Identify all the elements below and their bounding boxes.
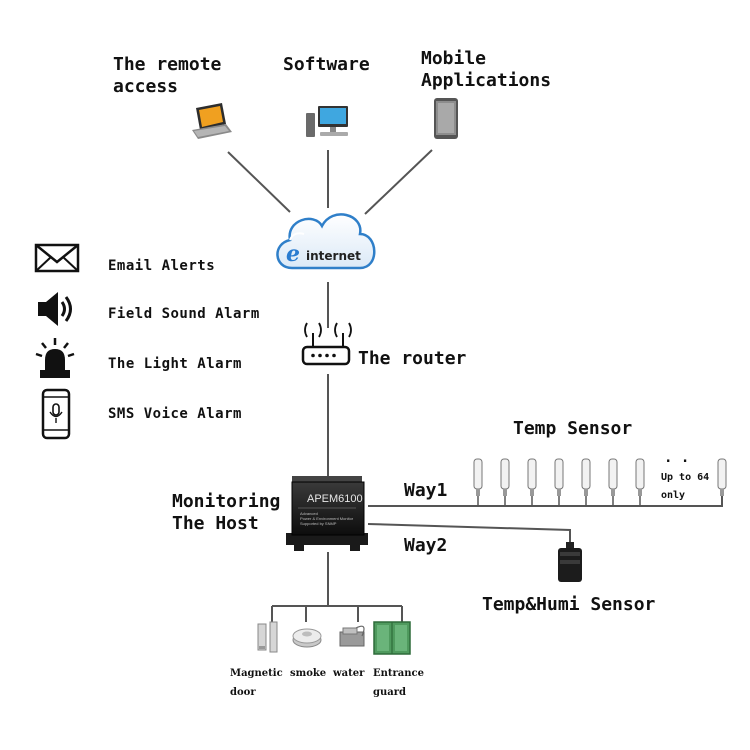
desktop-computer-icon — [306, 106, 348, 137]
up-to-64-label: Up to 64 — [661, 472, 710, 483]
temp-humi-sensor-label: Temp&Humi Sensor — [482, 594, 656, 615]
line-way1-bus — [368, 496, 723, 507]
entrance-guard-icon — [373, 621, 411, 655]
alert-label-email: Email Alerts — [108, 258, 216, 274]
siren-light-icon — [35, 338, 75, 378]
host-label-2: The Host — [172, 513, 259, 534]
magnetic-door-icon — [257, 621, 278, 653]
internet-cloud-icon — [276, 213, 376, 270]
speaker-icon — [38, 292, 72, 326]
temp-probe-icon — [717, 458, 727, 490]
smoke-detector-icon — [292, 628, 322, 648]
laptop-icon — [192, 103, 232, 139]
temp-humi-sensor-icon — [558, 542, 582, 582]
line-mobile-cloud — [364, 149, 433, 215]
line-remote-cloud — [227, 151, 291, 213]
smartphone-icon — [434, 98, 458, 139]
host-label: Monitoring — [172, 491, 281, 512]
temp-probe-icon — [473, 458, 483, 490]
way1-label: Way1 — [404, 480, 448, 501]
more-sensors-dots: . . — [664, 450, 690, 466]
internet-label: internet — [306, 249, 361, 263]
temp-sensor-drops — [477, 496, 641, 506]
alert-label-sound: Field Sound Alarm — [108, 306, 260, 322]
remote-access-label-2: access — [113, 76, 179, 97]
connection-lines — [227, 149, 723, 622]
host-sub-line-1: Advanced — [300, 511, 318, 516]
temp-probe-icon — [635, 458, 645, 490]
mobile-label-2: Applications — [421, 70, 552, 91]
host-sub-line-2: Power & Environment Monitor — [300, 516, 354, 521]
internet-e-logo: e — [286, 241, 300, 267]
router-label: The router — [358, 348, 467, 369]
alert-label-sms: SMS Voice Alarm — [108, 406, 242, 422]
temp-probe-icon — [527, 458, 537, 490]
remote-access-label: The remote — [113, 54, 222, 75]
temp-sensor-label: Temp Sensor — [513, 418, 633, 439]
temp-probe-icon — [554, 458, 564, 490]
software-label: Software — [283, 54, 370, 75]
router-icon — [301, 322, 352, 366]
temp-probe-icon — [500, 458, 510, 490]
monitoring-host-device — [286, 476, 368, 551]
water-label: water — [333, 668, 365, 679]
temp-probe-icon — [608, 458, 618, 490]
line-way2 — [367, 523, 571, 542]
entrance-guard-label: Entrance — [373, 668, 424, 679]
water-leak-sensor-icon — [339, 625, 365, 647]
temp-probe-icon — [581, 458, 591, 490]
mobile-label: Mobile — [421, 48, 487, 69]
up-to-64-label-2: only — [661, 490, 686, 501]
alert-label-light: The Light Alarm — [108, 356, 242, 372]
entrance-guard-label-2: guard — [373, 687, 407, 698]
host-model-label: APEM6100 — [307, 493, 363, 505]
envelope-icon — [34, 243, 80, 273]
host-sub-line-3: Supported by SNMP — [300, 521, 337, 526]
magnetic-door-label-2: door — [230, 687, 256, 698]
phone-voice-icon — [41, 388, 71, 440]
way2-label: Way2 — [404, 535, 448, 556]
magnetic-door-label: Magnetic — [230, 668, 283, 679]
smoke-label: smoke — [290, 668, 327, 679]
